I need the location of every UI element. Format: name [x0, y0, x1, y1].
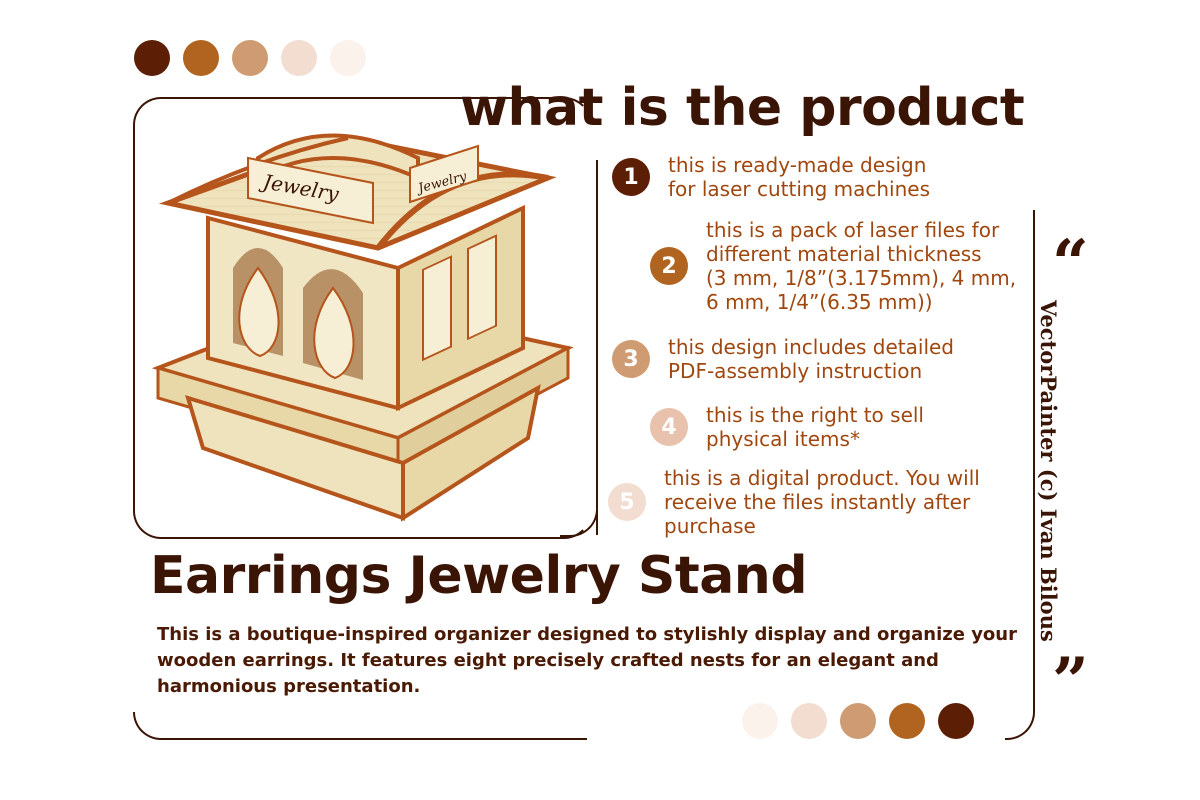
feature-number-3: 3 — [612, 340, 650, 378]
palette-dot-5 — [330, 40, 366, 76]
feature-item-2: 2 this is a pack of laser files for diff… — [650, 218, 1016, 314]
quote-open-icon: “ — [1052, 226, 1089, 301]
page-heading: what is the product — [460, 78, 1025, 138]
palette-dot-4 — [281, 40, 317, 76]
feature-item-1: 1 this is ready-made design for laser cu… — [612, 153, 930, 201]
feature-text-3: this design includes detailed PDF-assemb… — [668, 335, 955, 383]
feature-text-5: this is a digital product. You will rece… — [664, 466, 980, 538]
product-title: Earrings Jewelry Stand — [150, 546, 808, 606]
palette-bottom-dot-1 — [742, 703, 778, 739]
feature-number-4: 4 — [650, 408, 688, 446]
feature-text-4: this is the right to sell physical items… — [706, 403, 924, 451]
feature-number-1: 1 — [612, 158, 650, 196]
palette-dot-1 — [134, 40, 170, 76]
feature-item-4: 4 this is the right to sell physical ite… — [650, 403, 924, 451]
frame-bottom-left — [133, 712, 587, 740]
palette-dot-3 — [232, 40, 268, 76]
palette-dot-2 — [183, 40, 219, 76]
frame-top-line — [160, 97, 428, 99]
feature-number-5: 5 — [608, 483, 646, 521]
quote-close-icon: ” — [1052, 644, 1089, 719]
palette-bottom-dot-3 — [840, 703, 876, 739]
feature-text-2: this is a pack of laser files for differ… — [706, 218, 1017, 314]
frame-vertical-divider — [596, 160, 598, 535]
product-image: Jewelry Jewelry — [148, 118, 578, 538]
feature-item-5: 5 this is a digital product. You will re… — [608, 466, 980, 538]
feature-item-3: 3 this design includes detailed PDF-asse… — [612, 335, 954, 383]
product-description: This is a boutique-inspired organizer de… — [157, 624, 1017, 697]
palette-bottom-dot-2 — [791, 703, 827, 739]
palette-bottom-dot-5 — [938, 703, 974, 739]
credit-text: VectorPainter (c) Ivan Bilous — [1036, 300, 1061, 642]
palette-bottom-dot-4 — [889, 703, 925, 739]
feature-number-2: 2 — [650, 247, 688, 285]
feature-text-1: this is ready-made design for laser cutt… — [668, 153, 930, 201]
